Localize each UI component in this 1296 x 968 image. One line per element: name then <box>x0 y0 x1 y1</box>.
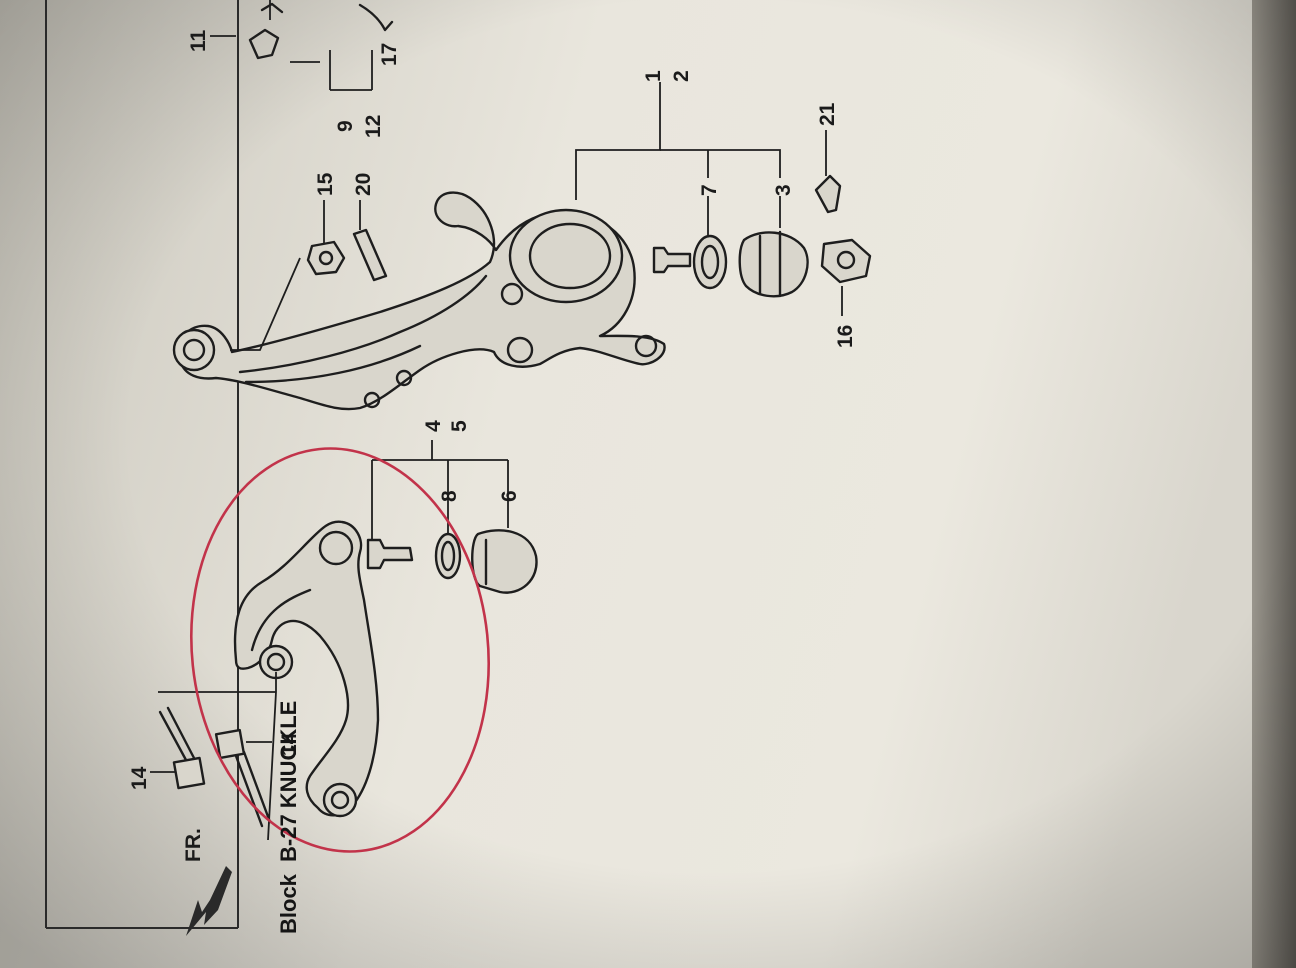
label-11: 11 <box>187 29 210 52</box>
label-1: 1 <box>642 70 665 82</box>
knuckle-bolt-hole-c <box>634 334 658 358</box>
label-2: 2 <box>670 70 693 82</box>
label-8: 8 <box>438 490 461 502</box>
label-4: 4 <box>422 420 445 432</box>
top-partial-assembly <box>210 0 394 91</box>
upper-arm-ball-joint-housing <box>318 530 354 566</box>
highlight-circle <box>190 447 490 853</box>
lower-boot-clip <box>692 234 728 290</box>
upper-arm-bolt-b <box>214 728 272 828</box>
label-16: 16 <box>834 325 857 348</box>
upper-boot-clip-inner <box>440 540 456 572</box>
castle-nut-16 <box>820 238 872 284</box>
upper-ball-joint-boot <box>471 529 538 594</box>
knuckle-upper-bushing <box>172 328 216 372</box>
castle-nut-15-hole <box>318 250 334 266</box>
label-9: 9 <box>334 120 357 132</box>
upper-arm-bushing-rear <box>322 782 358 818</box>
label-21: 21 <box>816 102 839 126</box>
leader-3 <box>660 149 781 178</box>
leader-1-upper <box>158 672 277 841</box>
fr-arrow-shape <box>186 866 232 936</box>
cotter-pin-21 <box>814 174 842 214</box>
label-14-b: 14 <box>278 732 301 756</box>
part-labels: 11 9 12 17 1 2 15 20 7 3 21 16 4 5 8 6 1… <box>128 29 857 862</box>
upper-arm-bushing-front-hole <box>266 652 286 672</box>
label-12: 12 <box>362 115 385 138</box>
block-title: B-27 KNUCKLE <box>276 701 301 862</box>
label-17: 17 <box>378 43 401 66</box>
knuckle-bolt-hole-b <box>506 336 534 364</box>
knuckle-assembly <box>172 82 872 411</box>
upper-arm-bushing-rear-hole <box>330 790 350 810</box>
lower-boot-clip-inner <box>700 244 720 280</box>
knuckle-hub-bore <box>508 208 624 304</box>
upper-ball-joint-stud <box>366 538 414 570</box>
castle-nut-15 <box>306 240 346 276</box>
leader-1-2 <box>575 82 661 200</box>
label-6: 6 <box>498 490 521 502</box>
upper-arm <box>233 520 380 817</box>
label-5: 5 <box>448 420 471 432</box>
knuckle-upper-bushing-hole <box>182 338 206 362</box>
upper-arm-assembly <box>150 440 538 841</box>
front-direction-arrow <box>186 866 232 936</box>
label-15: 15 <box>314 172 337 196</box>
cotter-pin-20 <box>352 228 388 282</box>
upper-arm-inner-rib <box>250 588 312 652</box>
knuckle-bolt-hole-a <box>500 282 524 306</box>
lower-ball-joint-stud <box>652 246 692 274</box>
label-7: 7 <box>698 184 721 196</box>
block-prefix: Block <box>276 873 301 934</box>
label-3: 3 <box>772 184 795 196</box>
lower-ball-joint-boot <box>738 231 809 298</box>
label-14-a: 14 <box>128 766 151 790</box>
knuckle-small-hole-a <box>363 391 381 409</box>
knuckle-arm-rib-lower <box>244 344 422 384</box>
knuckle-hub-inner <box>528 222 612 290</box>
upper-boot-clip <box>434 532 462 580</box>
block-caption: Block B-27 KNUCKLE <box>276 701 301 934</box>
upper-arm-bolt-a <box>158 706 206 790</box>
leader-15-bushing <box>230 257 301 351</box>
label-20: 20 <box>352 173 375 196</box>
castle-nut-16-hole <box>836 250 856 270</box>
front-indicator-label: FR. <box>182 828 205 862</box>
knuckle-arm-rib <box>238 274 488 374</box>
knuckle-small-hole-b <box>395 369 413 387</box>
